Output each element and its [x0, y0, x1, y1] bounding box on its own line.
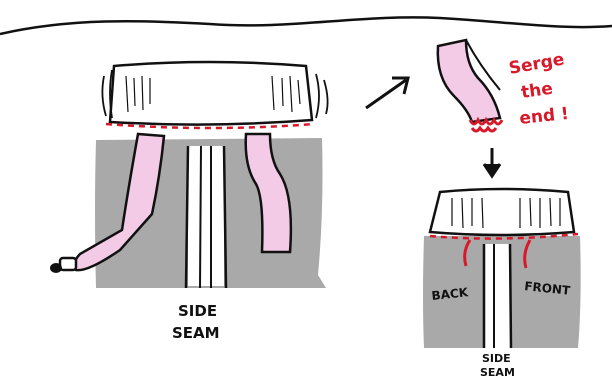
serge-note-line2: the: [520, 79, 554, 103]
serge-note-line1: Serge: [507, 50, 565, 79]
left-waistband: [110, 62, 312, 125]
right-garment: BACK FRONT SIDE SEAM: [423, 189, 581, 379]
top-edge-line: [0, 17, 612, 34]
left-side-seam-label-line2: SEAM: [172, 324, 220, 342]
right-side-seam-strip: [484, 244, 510, 348]
left-side-seam-label-line1: SIDE: [178, 302, 217, 320]
tie-aglet: [50, 258, 76, 273]
right-side-seam-label-line1: SIDE: [482, 352, 511, 365]
left-side-seam-strip: [188, 146, 224, 286]
detail-pink-tape: [438, 40, 500, 122]
serged-end-detail: Serge the end !: [438, 40, 570, 131]
arrow-up-right-icon: [366, 78, 408, 108]
arrow-down-icon: [484, 148, 500, 176]
left-garment: SIDE SEAM: [50, 62, 328, 342]
right-side-seam-label-line2: SEAM: [480, 366, 515, 379]
serge-note-line3: end !: [518, 104, 569, 129]
